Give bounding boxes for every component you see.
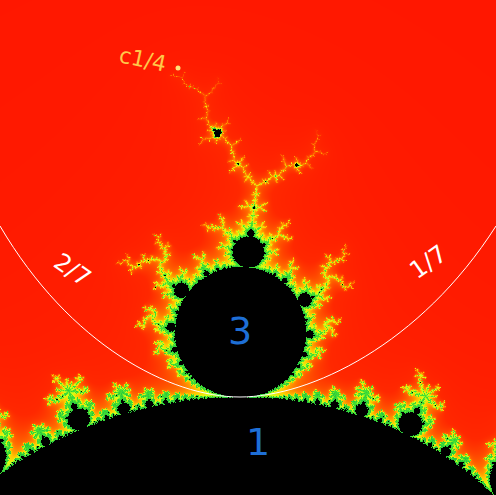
period-number: 3 [228, 312, 252, 350]
external-ray [0, 226, 240, 397]
period-number: 1 [246, 423, 270, 461]
set-component: 3 [200, 301, 280, 361]
landing-point [176, 66, 181, 71]
set-component: 1 [228, 417, 288, 467]
external-ray [240, 226, 496, 397]
